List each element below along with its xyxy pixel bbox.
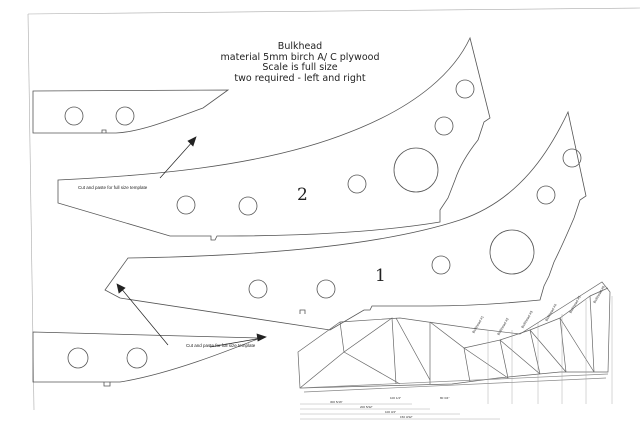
title-line-1: Bulkhead: [277, 41, 323, 52]
cut-note-lower: Cut and paste for full size template: [186, 343, 256, 348]
part-number-1: 1: [375, 266, 386, 286]
leader-arrow-lower: [116, 283, 267, 348]
title-line-3: Scale is full size: [262, 62, 338, 73]
dimension-label: 300 5/16": [330, 400, 343, 404]
dimension-label: 100 3/4": [385, 410, 397, 414]
lightening-hole: [393, 147, 439, 193]
lightening-hole: [67, 347, 89, 369]
lightening-hole: [347, 174, 367, 194]
lightening-hole: [126, 347, 148, 369]
lightening-hole: [562, 148, 582, 168]
fuselage-side-view: [297, 281, 613, 420]
title-line-2: material 5mm birch A/ C plywood: [220, 51, 380, 63]
lightening-hole: [434, 116, 454, 136]
lightening-hole: [115, 106, 135, 126]
leader-arrow-upper: [159, 136, 197, 179]
lightening-hole: [536, 185, 556, 205]
lightening-hole: [64, 106, 84, 126]
small-part-bottom-left: [32, 331, 261, 387]
bulkhead-part-1: [104, 110, 587, 331]
lightening-hole: [248, 279, 268, 299]
title-line-4: two required - left and right: [234, 72, 366, 84]
title-block: Bulkhead material 5mm birch A/ C plywood…: [215, 42, 385, 84]
lightening-hole: [431, 255, 451, 275]
lightening-hole: [455, 79, 475, 99]
lightening-hole: [316, 279, 336, 299]
lightening-hole: [176, 195, 196, 215]
part-number-2: 2: [297, 185, 308, 205]
dimension-label: 100 1/4": [390, 396, 402, 400]
dimension-label: 150 3/32": [400, 415, 413, 419]
dimension-label: 80 3/4": [440, 396, 450, 400]
bulkhead-part-2: [57, 36, 491, 241]
lightening-hole: [238, 196, 258, 216]
cut-note-upper: Cut and paste for full size template: [78, 185, 148, 190]
lightening-hole: [489, 229, 535, 275]
sheet-border-top: [27, 7, 640, 15]
dimension-label: 200 5/32": [360, 405, 373, 409]
small-part-top-left: [32, 89, 230, 134]
